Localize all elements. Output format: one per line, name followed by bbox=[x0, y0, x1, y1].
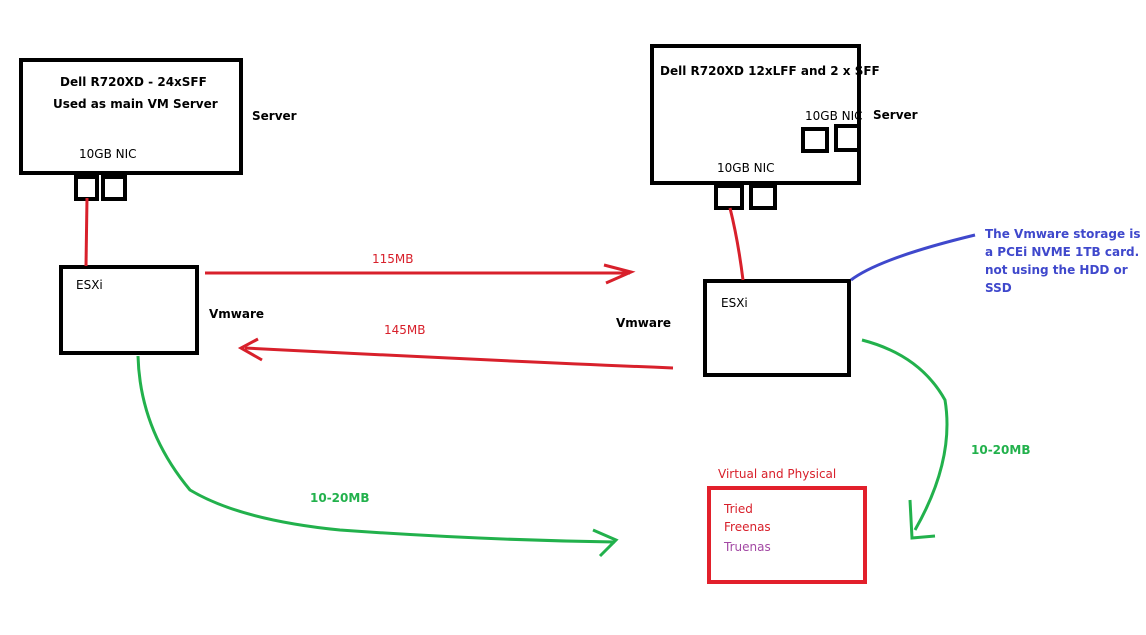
left-server-nic-port-2 bbox=[101, 175, 127, 201]
left-server-side-label: Server bbox=[252, 109, 297, 123]
right-server-box bbox=[650, 44, 861, 185]
right-server-side-nic-port-2 bbox=[834, 124, 861, 152]
nas-box bbox=[707, 486, 867, 584]
right-server-to-esxi-link bbox=[728, 207, 745, 281]
right-green-link-head bbox=[908, 499, 936, 540]
storage-note-line-1: The Vmware storage is bbox=[985, 227, 1141, 241]
speed-label-left-green: 10-20MB bbox=[310, 491, 370, 505]
right-server-side-label: Server bbox=[873, 108, 918, 122]
right-server-nic-port-1 bbox=[714, 184, 744, 210]
left-esxi-label: ESXi bbox=[76, 278, 103, 292]
left-server-subtitle: Used as main VM Server bbox=[53, 97, 218, 111]
left-vmware-label: Vmware bbox=[209, 307, 265, 321]
left-green-link bbox=[136, 355, 616, 544]
right-vmware-label: Vmware bbox=[616, 316, 672, 330]
arrow-115mb-head bbox=[603, 263, 636, 285]
nas-line-freenas: Freenas bbox=[724, 520, 771, 534]
storage-note-pointer bbox=[850, 233, 976, 282]
right-server-nic-port-2 bbox=[749, 184, 777, 210]
speed-label-145mb: 145MB bbox=[384, 323, 426, 337]
right-esxi-box bbox=[703, 279, 851, 377]
right-server-side-nic-label: 10GB NIC bbox=[805, 109, 863, 123]
storage-note-line-2: a PCEi NVME 1TB card. bbox=[985, 245, 1140, 259]
left-esxi-box bbox=[59, 265, 199, 355]
storage-note-line-4: SSD bbox=[985, 281, 1012, 295]
arrow-145mb bbox=[244, 346, 674, 370]
left-server-nic-port-1 bbox=[74, 175, 99, 201]
storage-note-line-3: not using the HDD or bbox=[985, 263, 1128, 277]
nas-heading: Virtual and Physical bbox=[718, 467, 837, 481]
right-server-side-nic-port-1 bbox=[801, 127, 829, 153]
left-server-to-esxi-link bbox=[84, 197, 89, 267]
left-server-box bbox=[19, 58, 243, 175]
right-server-title: Dell R720XD 12xLFF and 2 x SFF bbox=[660, 64, 880, 78]
right-green-link bbox=[861, 338, 949, 531]
left-green-link-head bbox=[592, 528, 619, 558]
nas-line-tried: Tried bbox=[724, 502, 753, 516]
speed-label-right-green: 10-20MB bbox=[971, 443, 1031, 457]
nas-line-truenas: Truenas bbox=[724, 540, 771, 554]
left-server-title: Dell R720XD - 24xSFF bbox=[60, 75, 207, 89]
right-server-nic-label: 10GB NIC bbox=[717, 161, 775, 175]
arrow-145mb-head bbox=[237, 337, 263, 362]
right-esxi-label: ESXi bbox=[721, 296, 748, 310]
left-server-nic-label: 10GB NIC bbox=[79, 147, 137, 161]
speed-label-115mb: 115MB bbox=[372, 252, 414, 266]
